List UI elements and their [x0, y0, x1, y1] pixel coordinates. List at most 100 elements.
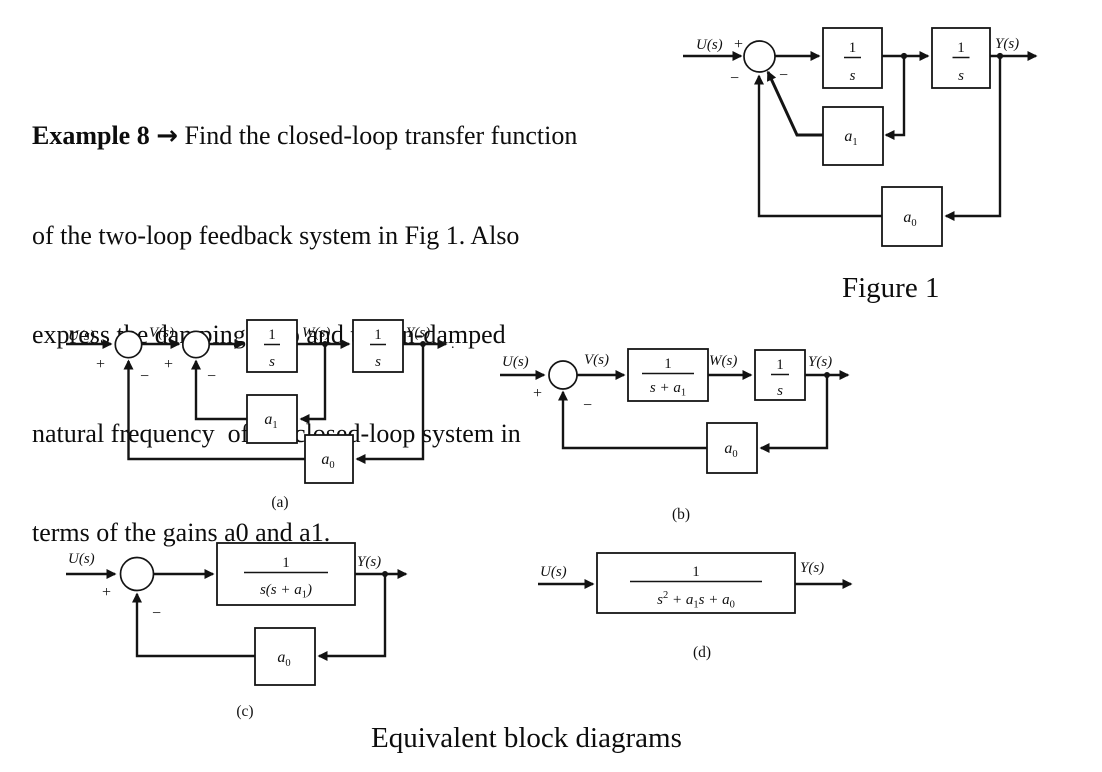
- fig1-output-label: Y(s): [995, 36, 1019, 52]
- b-block1: [627, 348, 709, 402]
- a-v-label: V(s): [149, 325, 174, 341]
- a-a0-block: [304, 434, 354, 484]
- a-plus-sign-2: +: [164, 356, 173, 373]
- d-block-denominator: s2 + a1s + a0: [657, 590, 735, 611]
- a-integrator1-denominator: s: [269, 354, 275, 370]
- diagram-a: U(s) + − V(s) + − 1 s W(s) 1 s Y(s) . a1…: [66, 319, 455, 511]
- a-integrator1-numerator: 1: [268, 327, 276, 343]
- d-den-subscript1: 1: [693, 600, 698, 611]
- a-summing-junction-1: [114, 330, 143, 359]
- b-a0-tap-wire: [759, 375, 829, 453]
- b-plus-sign: +: [533, 385, 542, 402]
- fig1-input-label: U(s): [696, 37, 723, 53]
- a-integrator2-denominator: s: [375, 354, 381, 370]
- b-a0-subscript: 0: [732, 449, 737, 460]
- c-caption: (c): [236, 703, 253, 720]
- b-caption: (b): [672, 506, 690, 523]
- a-integrator1-block: [246, 319, 298, 373]
- c-a0-feedback-wire: [132, 592, 255, 658]
- b-w-label: W(s): [709, 353, 737, 369]
- d-block-numerator: 1: [692, 564, 700, 580]
- diagram-d: U(s) 1 s2 + a1s + a0 Y(s) (d): [538, 552, 853, 661]
- a-a0-feedback-wire: [123, 359, 305, 461]
- c-a0-tap-wire: [317, 574, 387, 661]
- example-title: Example 8: [32, 121, 157, 150]
- b-summing-junction: [548, 360, 578, 390]
- b-minus-sign: −: [583, 397, 592, 414]
- b-block1-den-pre: s + a: [650, 380, 681, 396]
- a-integrator2-block: [352, 319, 404, 373]
- fig1-a0-base: a: [903, 209, 911, 226]
- a-minus-sign-2: −: [207, 368, 216, 385]
- a-a1-base: a: [264, 411, 272, 428]
- c-block-denominator: s(s + a1): [260, 582, 312, 601]
- c-output-label: Y(s): [357, 554, 381, 570]
- problem-line-1-text: Find the closed-loop transfer function: [178, 121, 578, 150]
- b-block1-numerator: 1: [664, 356, 672, 372]
- a-a0-base: a: [321, 451, 329, 468]
- fig1-a1-feedback-wire: [766, 70, 823, 137]
- fig1-minus-sign-left: −: [730, 70, 739, 87]
- fig1-a0-feedback-wire: [754, 74, 882, 218]
- d-den-mid2: s + a: [699, 592, 730, 608]
- problem-line-1: Example 8 → Find the closed-loop transfe…: [32, 119, 684, 153]
- c-a0-subscript: 0: [285, 658, 290, 669]
- b-block1-denominator: s + a1: [650, 380, 686, 399]
- diagram-c: U(s) + − 1 s(s + a1) Y(s) a0 (c): [66, 542, 408, 720]
- c-den-post: ): [306, 582, 312, 598]
- b-block1-den-subscript: 1: [681, 388, 686, 399]
- c-plus-sign: +: [102, 584, 111, 601]
- fig1-integrator2-numerator: 1: [957, 40, 965, 56]
- figure1-caption: Figure 1: [842, 272, 940, 304]
- fig1-a1-tap-wire: [884, 56, 906, 140]
- fig1-plus-sign: +: [734, 36, 743, 53]
- b-a0-feedback-wire: [558, 390, 707, 450]
- a-input-label: U(s): [68, 328, 95, 344]
- fig1-integrator2-denominator: s: [958, 68, 964, 84]
- c-block-numerator: 1: [282, 555, 290, 571]
- a-a0-label: a0: [321, 451, 334, 471]
- fig1-a1-base: a: [844, 128, 852, 145]
- a-a0-subscript: 0: [329, 460, 334, 471]
- fig1-a1-subscript: 1: [852, 137, 857, 148]
- a-plus-sign-1: +: [96, 356, 105, 373]
- a-summing-junction-2: [181, 330, 211, 359]
- a-a1-label: a1: [264, 411, 277, 431]
- c-a0-base: a: [277, 649, 285, 666]
- b-integrator-numerator: 1: [776, 357, 784, 373]
- d-den-s: s: [657, 592, 663, 608]
- a-w-label: W(s): [302, 325, 330, 341]
- figure1-diagram: U(s) + − − 1 s 1 s a1 a0 Y(s): [683, 27, 1038, 247]
- a-caption: (a): [271, 494, 288, 511]
- c-den-pre: s(s + a: [260, 582, 302, 598]
- fig1-a0-tap-wire: [944, 56, 1002, 221]
- a-a1-subscript: 1: [272, 420, 277, 431]
- a-trailing-period: .: [451, 337, 455, 352]
- c-a0-label: a0: [277, 649, 290, 669]
- d-output-label: Y(s): [800, 560, 824, 576]
- d-input-label: U(s): [540, 564, 567, 580]
- right-arrow-glyph: →: [156, 121, 179, 151]
- fig1-integrator1-denominator: s: [850, 68, 856, 84]
- fig1-minus-sign-right: −: [779, 67, 788, 84]
- a-minus-sign-1: −: [140, 368, 149, 385]
- b-a0-label: a0: [724, 440, 737, 460]
- a-integrator2-numerator: 1: [374, 327, 382, 343]
- c-minus-sign: −: [152, 605, 161, 622]
- d-transfer-function-block: [596, 552, 796, 614]
- c-input-label: U(s): [68, 551, 95, 567]
- b-input-label: U(s): [502, 354, 529, 370]
- a-a0-tap-wire: [355, 344, 425, 464]
- d-den-mid1: + a: [668, 592, 693, 608]
- b-v-label: V(s): [584, 352, 609, 368]
- fig1-summing-junction: [743, 40, 776, 73]
- fig1-a1-label: a1: [844, 128, 857, 148]
- b-a0-base: a: [724, 440, 732, 457]
- fig1-a0-label: a0: [903, 209, 916, 229]
- d-caption: (d): [693, 644, 711, 661]
- fig1-a0-block: [881, 186, 943, 247]
- c-summing-junction: [119, 556, 155, 592]
- fig1-integrator1-numerator: 1: [849, 40, 857, 56]
